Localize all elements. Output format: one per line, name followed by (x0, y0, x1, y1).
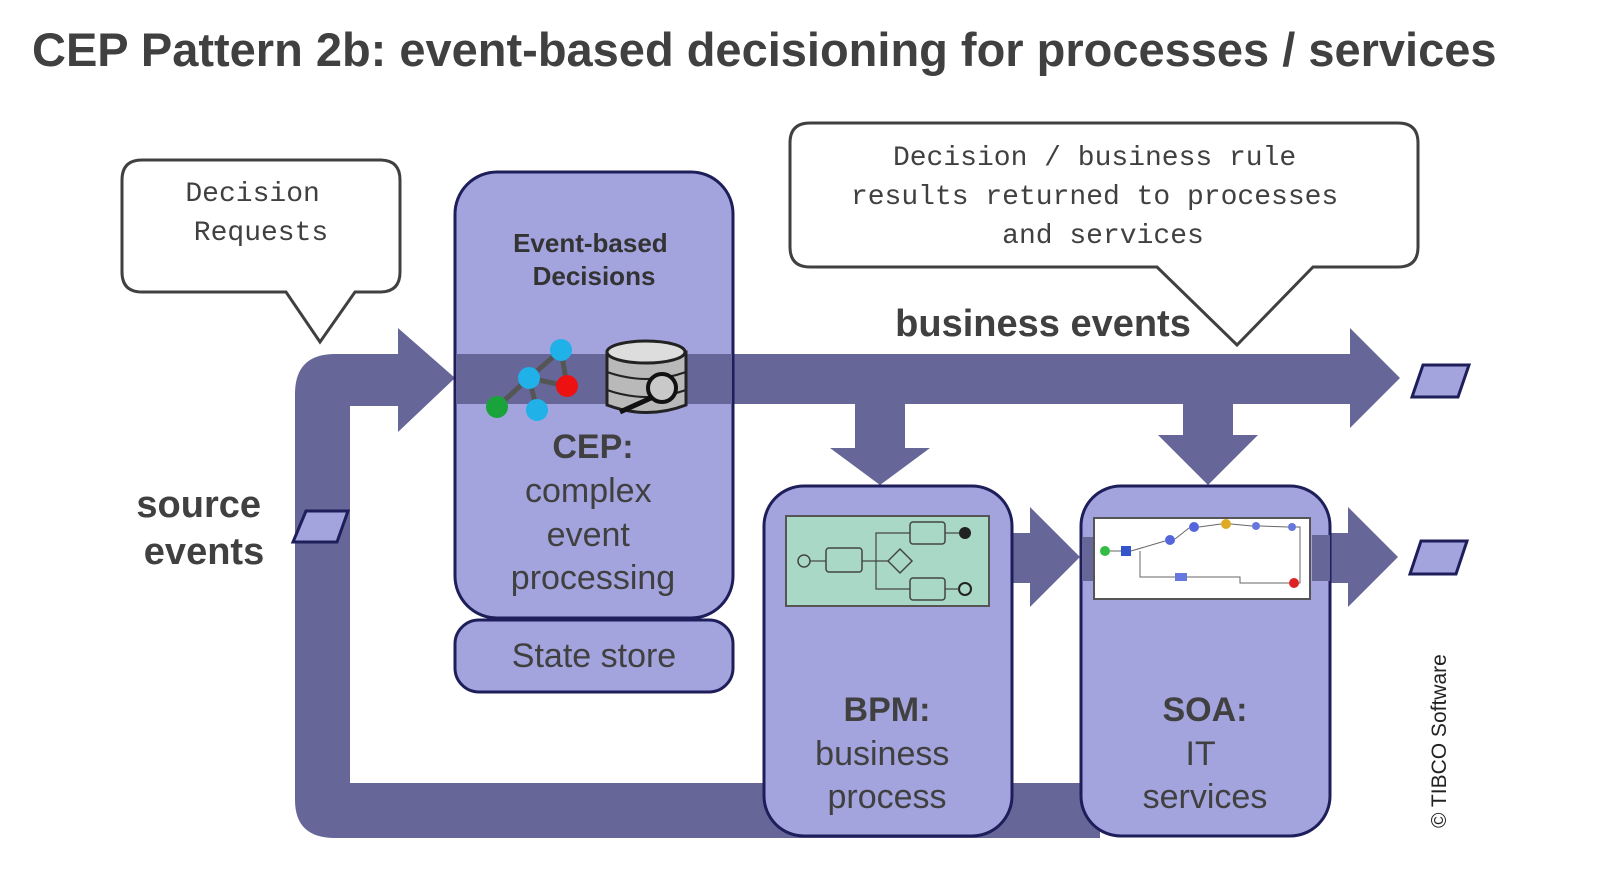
cep-header-line: Decisions (533, 261, 656, 291)
copyright-label: © TIBCO Software (1428, 654, 1451, 828)
bpm-process-diagram (785, 515, 990, 607)
svg-text:Event-based Decisions: Event-based Decisions (513, 228, 675, 291)
source-event-marker (290, 509, 351, 544)
soa-output-stub (1312, 535, 1330, 581)
bpm-body-line: business (815, 735, 949, 773)
output-event-marker-top (1409, 363, 1472, 399)
output-event-marker-bottom (1407, 539, 1470, 576)
callout-results-line: results returned to processes (851, 182, 1338, 213)
soa-input-stub (1082, 537, 1096, 581)
soa-service-diagram (1093, 517, 1311, 600)
feedback-loop-arrow (295, 328, 1100, 838)
callout-requests-line: Requests (194, 218, 328, 249)
svg-text:complex event processi: complex event processing (511, 472, 675, 597)
cep-body-line: processing (511, 559, 675, 597)
callout-results-line: and services (1002, 221, 1204, 252)
cep-heading: CEP: (552, 428, 633, 466)
svg-text:business process: business process (815, 735, 959, 816)
callout-results-line: Decision / business rule (893, 143, 1296, 174)
callout-decision-results (788, 121, 1420, 348)
svg-text:Decision / business rule r: Decision / business rule results returne… (851, 143, 1355, 252)
cep-header-line: Event-based (513, 228, 668, 258)
source-events-line: events (144, 531, 264, 573)
source-events-line: source (136, 484, 261, 526)
soa-body-line: services (1143, 778, 1268, 816)
soa-output-arrow (1330, 507, 1398, 607)
svg-text:Decision Requests: Decision Requests (185, 179, 336, 249)
svg-text:source events: source events (136, 484, 271, 573)
soa-body-line: IT (1185, 735, 1215, 773)
bpm-heading: BPM: (844, 691, 931, 729)
bpm-to-soa-arrow (1012, 507, 1080, 607)
callout-decision-requests (120, 158, 402, 345)
cep-body-line: event (547, 516, 631, 554)
page-title: CEP Pattern 2b: event-based decisioning … (32, 23, 1497, 76)
state-store-label: State store (512, 637, 676, 675)
bpm-body-line: process (827, 778, 946, 816)
soa-heading: SOA: (1163, 691, 1248, 729)
callout-requests-line: Decision (185, 179, 319, 210)
network-graph-icon (486, 339, 578, 421)
down-arrow-bpm (830, 404, 930, 485)
state-store-box (453, 618, 735, 694)
down-arrow-soa (1158, 404, 1258, 485)
database-search-icon (605, 339, 688, 415)
svg-text:IT services: IT services (1143, 735, 1268, 816)
business-events-label: business events (895, 303, 1191, 345)
cep-body-line: complex (525, 472, 652, 510)
